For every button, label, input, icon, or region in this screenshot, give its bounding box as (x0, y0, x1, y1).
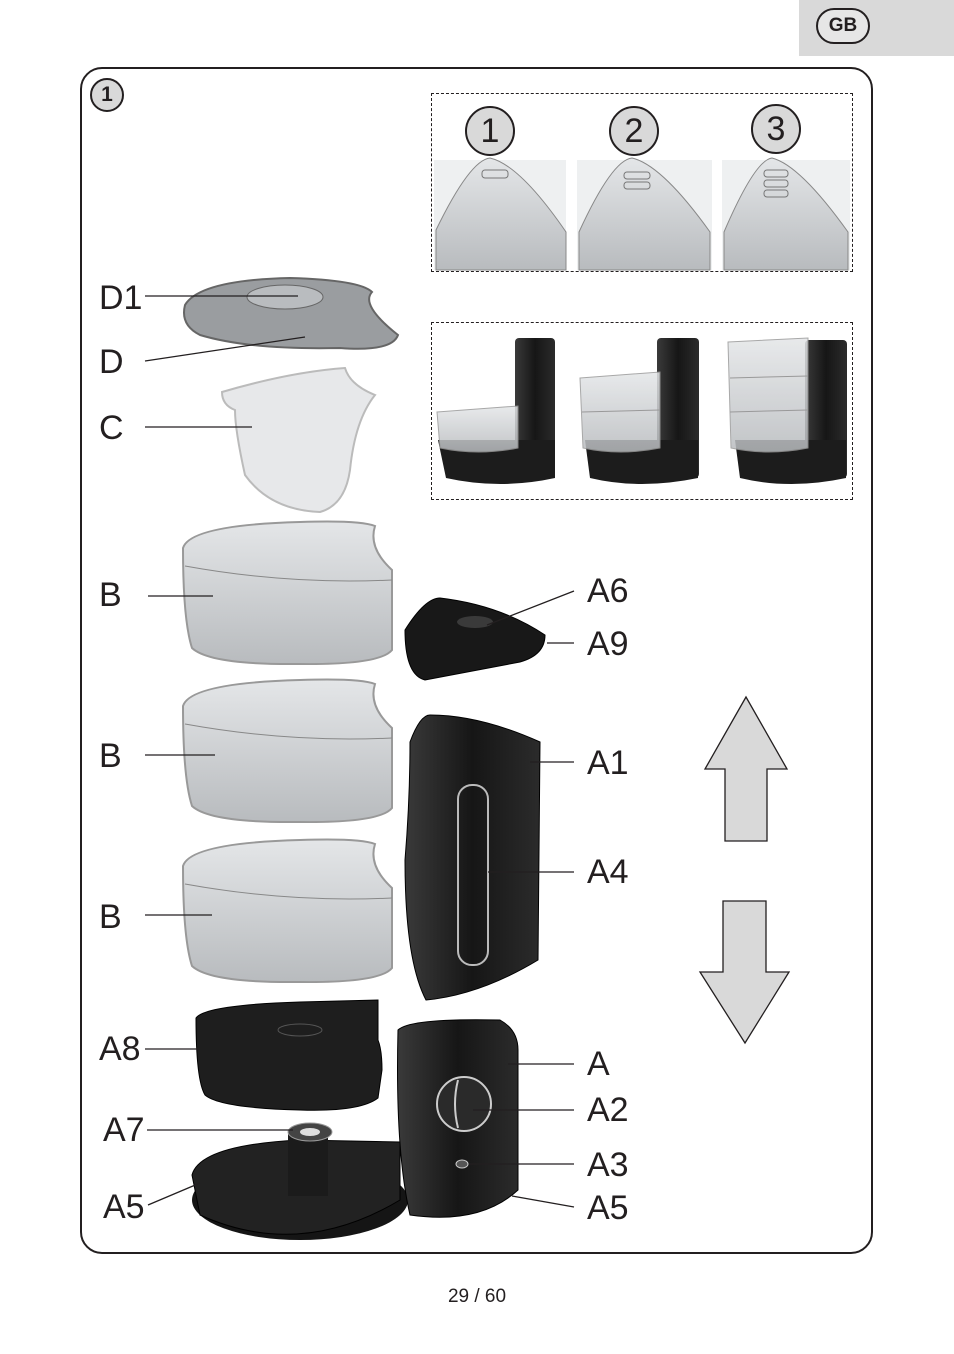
lid-vent-steps-box (431, 93, 853, 272)
label-b-top: B (99, 576, 122, 614)
label-c: C (99, 409, 124, 447)
steam-basket-b-2 (181, 678, 393, 824)
water-level-window-a4 (457, 784, 489, 966)
language-badge: GB (816, 8, 870, 44)
label-a6: A6 (587, 572, 629, 610)
label-a8: A8 (99, 1030, 141, 1068)
timer-dial-a2 (436, 1076, 492, 1132)
assembly-two-tiers (579, 338, 699, 484)
label-a: A (587, 1045, 610, 1083)
main-base-a (191, 1019, 519, 1240)
lid-vent-photo-3 (722, 157, 850, 271)
rice-bowl-part-c (220, 366, 377, 514)
figure-number: 1 (90, 78, 124, 112)
label-a7: A7 (103, 1111, 145, 1149)
steam-basket-b-3 (181, 838, 393, 984)
label-a3: A3 (587, 1146, 629, 1184)
step-1-circle: 1 (465, 106, 515, 156)
label-b-middle: B (99, 737, 122, 775)
label-d1: D1 (99, 279, 143, 317)
label-d: D (99, 343, 124, 381)
label-a1: A1 (587, 744, 629, 782)
lid-part-d (183, 276, 400, 350)
label-a9: A9 (587, 625, 629, 663)
label-a5-right: A5 (587, 1189, 629, 1227)
indicator-light-a3 (455, 1159, 469, 1169)
figure-frame (80, 67, 873, 1254)
leader-lines (144, 295, 575, 1208)
label-a4: A4 (587, 853, 629, 891)
lid-vent-photo-2 (577, 157, 712, 271)
down-arrow (698, 900, 791, 1045)
assembly-steps-box (431, 322, 853, 500)
label-a2: A2 (587, 1091, 629, 1129)
steam-basket-b-1 (181, 520, 393, 666)
page-number: 29 / 60 (447, 1286, 507, 1307)
step-2-circle: 2 (609, 106, 659, 156)
water-cap-a6-a9 (404, 597, 546, 681)
up-arrow (703, 695, 789, 842)
water-tank-a1 (404, 714, 541, 1001)
step-3-circle: 3 (751, 104, 801, 154)
lid-vent-photo-1 (434, 157, 567, 271)
label-a5-left: A5 (103, 1188, 145, 1226)
label-b-bottom: B (99, 898, 122, 936)
assembly-three-tiers (727, 337, 847, 484)
drip-tray-a8 (195, 999, 383, 1111)
assembly-one-tier (436, 338, 555, 484)
